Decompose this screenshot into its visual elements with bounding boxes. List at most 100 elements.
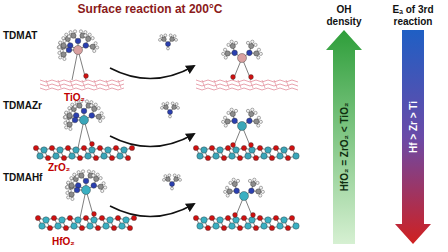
surface-label: HfO₂ (52, 236, 75, 248)
atom (162, 103, 165, 106)
atom (234, 41, 237, 44)
atom (92, 174, 95, 177)
atom (265, 147, 271, 153)
atom (94, 103, 97, 106)
leaving-amine (163, 174, 182, 190)
atom (92, 171, 95, 174)
atom (249, 147, 255, 153)
atom (84, 74, 89, 79)
atom (49, 145, 54, 150)
atom (249, 143, 254, 148)
reaction-arrow (110, 66, 194, 79)
atom (35, 215, 40, 220)
atom (230, 108, 233, 111)
atom (233, 213, 238, 218)
atom (67, 181, 70, 184)
atom (254, 51, 259, 56)
atom (285, 155, 290, 160)
atom (103, 223, 109, 229)
atom (225, 119, 230, 124)
atom (77, 155, 82, 160)
atom (232, 50, 238, 56)
atom (62, 37, 65, 40)
atom (47, 225, 52, 230)
atom (170, 37, 175, 42)
atom (224, 124, 227, 127)
atom (81, 170, 84, 173)
atom (33, 145, 38, 150)
atom (115, 215, 120, 220)
precursor-label: TDMAZr (3, 100, 42, 112)
atom (281, 147, 287, 153)
atom (88, 33, 91, 36)
atom (245, 223, 251, 229)
atom (70, 177, 73, 180)
atom (111, 225, 116, 230)
atom (213, 223, 219, 229)
atom (167, 109, 172, 114)
atom (201, 217, 207, 223)
atom (222, 52, 225, 55)
atom (53, 153, 59, 159)
atom (257, 145, 262, 150)
atom (96, 173, 99, 176)
reaction-arrow (110, 134, 194, 147)
atom (168, 174, 171, 177)
atom (95, 225, 100, 230)
atom (217, 217, 223, 223)
atom (102, 116, 105, 119)
atom (293, 153, 299, 159)
atom (92, 106, 97, 111)
atom (251, 213, 256, 218)
atom (201, 147, 207, 153)
atom (100, 112, 103, 115)
atom (74, 187, 80, 193)
atom (90, 142, 95, 147)
atom (91, 183, 97, 189)
atom (55, 223, 61, 229)
atom (238, 54, 247, 63)
atom (93, 155, 98, 160)
atom (251, 40, 254, 43)
atom (261, 190, 264, 193)
atom (227, 43, 230, 46)
atom (61, 155, 66, 160)
atom (289, 215, 294, 220)
atom (222, 120, 225, 123)
atom (90, 104, 93, 107)
atom (175, 38, 178, 41)
atom (101, 153, 107, 159)
atom (259, 52, 262, 55)
atom (107, 217, 113, 223)
atom (101, 189, 104, 192)
atom (86, 36, 91, 41)
atom (229, 223, 235, 229)
atom (240, 192, 249, 201)
atom (69, 153, 75, 159)
surface-label: TiO₂ (64, 92, 85, 104)
atom (246, 41, 249, 44)
atom (230, 43, 235, 48)
atom (79, 225, 84, 230)
atom (89, 113, 95, 119)
atom (73, 30, 76, 33)
atom (97, 145, 102, 150)
atom (84, 34, 87, 37)
atom (87, 170, 90, 173)
atom (226, 194, 229, 197)
atom (225, 215, 230, 220)
atom (82, 186, 91, 195)
atom (104, 186, 107, 189)
surface-label: ZrO₂ (48, 162, 70, 174)
atom (241, 215, 246, 220)
atom (173, 35, 176, 38)
atom (159, 38, 162, 41)
atom (217, 147, 223, 153)
atom (67, 113, 72, 118)
precursor-label: TDMAT (3, 30, 37, 42)
atom (261, 153, 267, 159)
atom (253, 178, 256, 181)
atom (231, 75, 236, 80)
atom (197, 153, 203, 159)
